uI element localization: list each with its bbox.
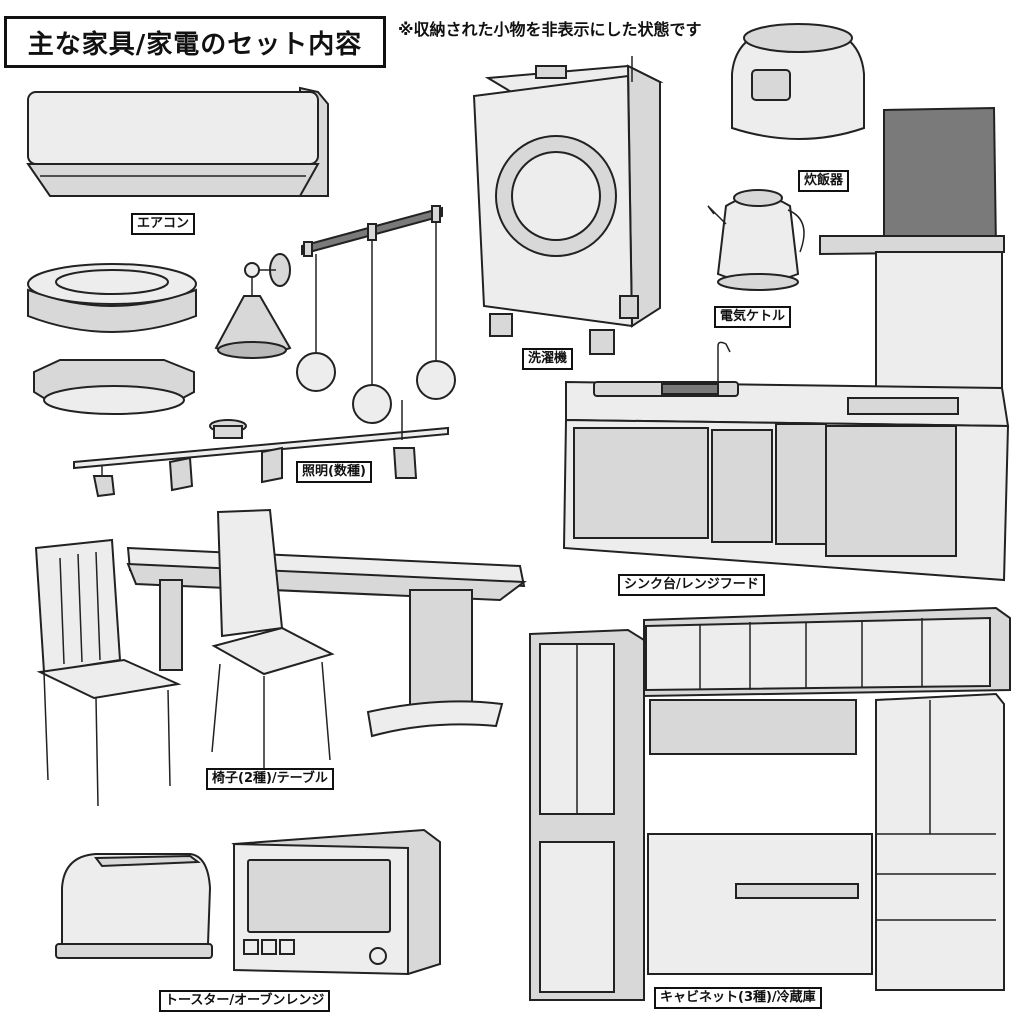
label-kettle: 電気ケトル [714,306,792,328]
cabinets-fridge-illustration [529,606,1011,1001]
label-toaster-oven: トースター/オーブンレンジ [159,990,331,1012]
pendant-lights-illustration [296,205,456,424]
label-chairs-table: 椅子(2種)/テーブル [206,768,334,790]
page-title-box: 主な家具/家電のセット内容 [4,16,386,68]
toaster-illustration [55,853,213,959]
page-title: 主な家具/家電のセット内容 [27,29,363,60]
label-rice-cooker: 炊飯器 [798,170,850,192]
label-washer: 洗濯機 [522,348,574,370]
kettle-illustration [707,189,805,291]
label-aircon: エアコン [131,213,196,235]
washing-machine-illustration [472,56,664,355]
kitchen-counter-illustration [562,106,1010,582]
wall-lamp-illustration [214,253,292,359]
label-kitchen: シンク台/レンジフード [618,574,765,596]
page-note: ※収納された小物を非表示にした状態です [398,20,702,39]
label-lighting: 照明(数種) [296,461,372,483]
spot-rail-illustration [73,400,449,498]
air-conditioner-illustration [26,86,329,197]
oven-illustration [231,828,441,976]
label-cabinets: キャビネット(3種)/冷蔵庫 [654,987,822,1009]
ceiling-lights-illustration [27,263,197,415]
rice-cooker-illustration [731,23,865,140]
chairs-table-illustration [34,508,527,807]
